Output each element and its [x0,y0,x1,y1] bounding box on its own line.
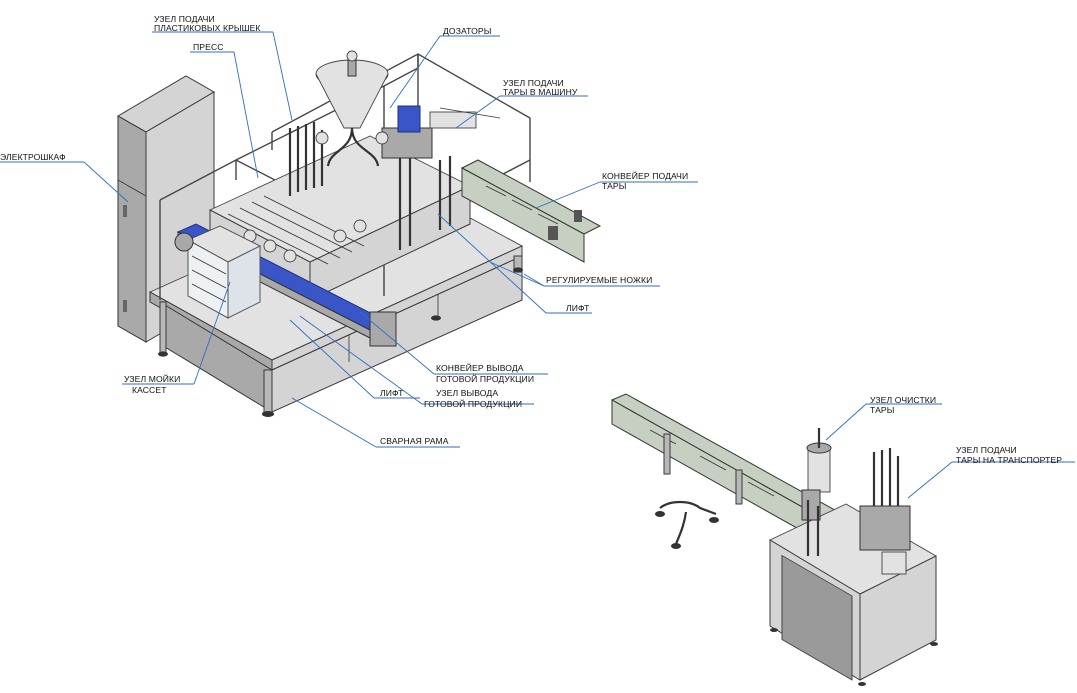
label-cabinet: ЭЛЕКТРОШКАФ [0,152,66,162]
label-output-unit-1: УЗЕЛ ВЫВОДА [436,388,498,398]
label-adjustable-feet: РЕГУЛИРУЕМЫЕ НОЖКИ [546,275,652,285]
label-lift-lower: ЛИФТ [380,388,404,398]
label-press: ПРЕСС [193,42,224,52]
label-output-conveyor-1: КОНВЕЙЕР ВЫВОДА [436,362,524,373]
container-feed-station [610,393,938,686]
label-cap-feed-1: УЗЕЛ ПОДАЧИ [154,14,215,24]
label-transporter-1: УЗЕЛ ПОДАЧИ [956,445,1017,455]
label-container-machine-1: УЗЕЛ ПОДАЧИ [503,78,564,88]
cassette-washer [174,225,262,319]
label-cap-feed-2: ПЛАСТИКОВЫХ КРЫШЕК [154,23,261,33]
label-feed-conveyor-1: КОНВЕЙЕР ПОДАЧИ [602,170,688,181]
label-output-conveyor-2: ГОТОВОЙ ПРОДУКЦИИ [436,373,534,384]
feed-conveyor [460,159,602,263]
leader-lines [0,31,1075,499]
label-output-unit-2: ГОТОВОЙ ПРОДУКЦИИ [424,398,522,409]
label-cleaning-1: УЗЕЛ ОЧИСТКИ [870,395,936,405]
callout-labels: УЗЕЛ ПОДАЧИ ПЛАСТИКОВЫХ КРЫШЕК ПРЕСС ДОЗ… [0,14,1062,465]
label-washer-1: УЗЕЛ МОЙКИ [124,373,180,384]
label-welded-frame: СВАРНАЯ РАМА [380,436,449,446]
label-lift-upper: ЛИФТ [566,303,590,313]
label-washer-2: КАССЕТ [132,385,167,395]
label-dosers: ДОЗАТОРЫ [443,26,491,36]
label-container-machine-2: ТАРЫ В МАШИНУ [503,87,578,97]
label-transporter-2: ТАРЫ НА ТРАНСПОРТЕР [956,455,1062,465]
main-filling-machine [117,50,602,417]
doser-hopper [315,50,389,167]
label-feed-conveyor-2: ТАРЫ [602,181,626,191]
label-cleaning-2: ТАРЫ [870,405,894,415]
